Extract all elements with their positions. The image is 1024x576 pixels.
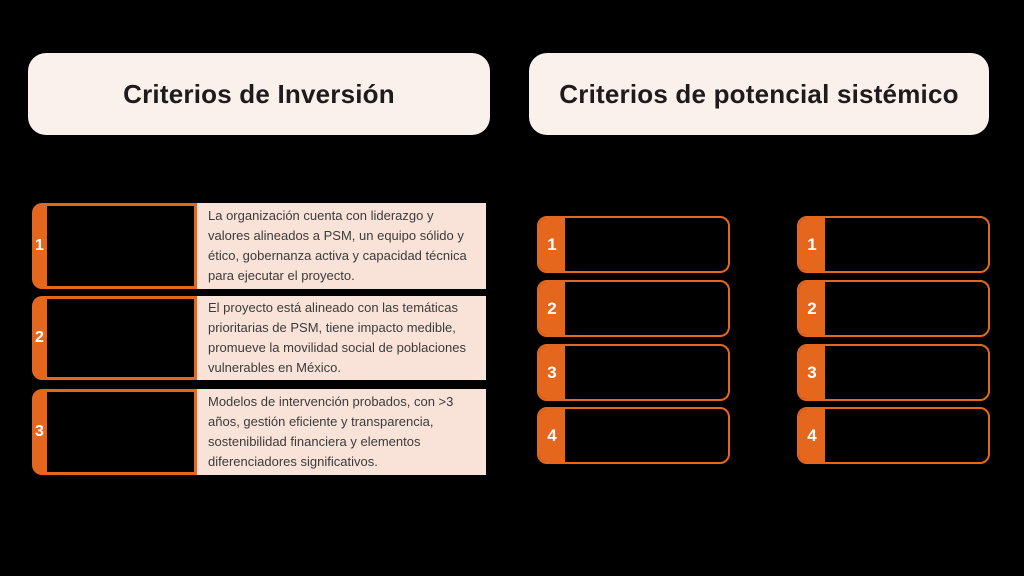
item-description: La organización cuenta con liderazgo y v… — [208, 208, 467, 283]
item-empty-box — [47, 389, 197, 475]
item-number-tab: 3 — [539, 346, 565, 399]
systemic-col1-item-3: 3 — [537, 344, 730, 401]
systemic-title-card: Criterios de potencial sistémico — [529, 53, 989, 135]
item-description: Modelos de intervención probados, con >3… — [208, 394, 454, 469]
item-number-tab: 2 — [799, 282, 825, 335]
item-number: 3 — [547, 362, 557, 382]
item-description-panel: La organización cuenta con liderazgo y v… — [197, 203, 486, 289]
item-number-tab: 1 — [32, 203, 47, 289]
systemic-col1-item-2: 2 — [537, 280, 730, 337]
investment-title: Criterios de Inversión — [123, 78, 395, 109]
item-empty-box — [47, 296, 197, 380]
item-number: 2 — [807, 298, 817, 318]
investment-title-card: Criterios de Inversión — [28, 53, 490, 135]
item-description-panel: Modelos de intervención probados, con >3… — [197, 389, 486, 475]
item-number: 4 — [807, 425, 817, 445]
item-number-tab: 1 — [539, 218, 565, 271]
item-number: 1 — [547, 234, 557, 254]
systemic-col1-item-4: 4 — [537, 407, 730, 464]
investment-item-1: 1 La organización cuenta con liderazgo y… — [32, 203, 486, 289]
systemic-title: Criterios de potencial sistémico — [559, 78, 959, 109]
item-description: El proyecto está alineado con las temáti… — [208, 300, 466, 375]
systemic-col2-item-4: 4 — [797, 407, 990, 464]
item-number-tab: 4 — [799, 409, 825, 462]
item-number: 1 — [807, 234, 817, 254]
item-number: 2 — [547, 298, 557, 318]
item-number: 1 — [35, 237, 44, 254]
item-number-tab: 3 — [799, 346, 825, 399]
systemic-col2-item-3: 3 — [797, 344, 990, 401]
item-number-tab: 2 — [539, 282, 565, 335]
item-number-tab: 4 — [539, 409, 565, 462]
item-number: 3 — [35, 423, 44, 440]
item-description-panel: El proyecto está alineado con las temáti… — [197, 296, 486, 380]
item-number: 3 — [807, 362, 817, 382]
systemic-col1-item-1: 1 — [537, 216, 730, 273]
systemic-col2-item-1: 1 — [797, 216, 990, 273]
item-empty-box — [47, 203, 197, 289]
systemic-col2-item-2: 2 — [797, 280, 990, 337]
item-number: 2 — [35, 329, 44, 346]
item-number-tab: 2 — [32, 296, 47, 380]
investment-item-2: 2 El proyecto está alineado con las temá… — [32, 296, 486, 380]
investment-item-3: 3 Modelos de intervención probados, con … — [32, 389, 486, 475]
item-number-tab: 3 — [32, 389, 47, 475]
item-number-tab: 1 — [799, 218, 825, 271]
item-number: 4 — [547, 425, 557, 445]
